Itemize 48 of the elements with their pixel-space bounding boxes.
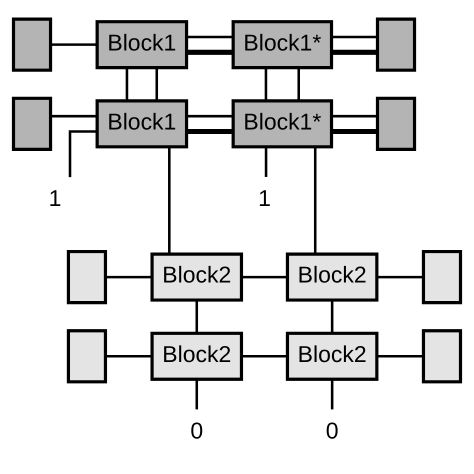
connector <box>297 67 300 100</box>
connector <box>186 35 234 38</box>
connector <box>168 146 171 254</box>
connector <box>186 128 234 134</box>
node-text: 1 <box>48 184 62 211</box>
connector <box>330 378 334 409</box>
connector <box>332 114 377 117</box>
node-box: Block2 <box>150 252 244 302</box>
connector <box>332 128 377 134</box>
connector <box>241 354 288 358</box>
node-box <box>422 249 462 304</box>
node-box: Block1 <box>96 20 188 69</box>
node-box <box>12 96 52 150</box>
connector <box>377 354 424 358</box>
connector <box>241 275 288 278</box>
connector <box>330 300 334 332</box>
connector <box>314 146 316 254</box>
connector <box>196 378 198 409</box>
connector <box>196 300 198 332</box>
connector <box>126 67 128 100</box>
connector <box>186 114 234 117</box>
node-box: Block1* <box>232 98 334 148</box>
node-box <box>376 96 416 150</box>
connector <box>332 49 377 54</box>
connector <box>264 146 268 176</box>
connector <box>264 67 268 100</box>
node-box: Block2 <box>150 331 244 380</box>
node-box: Block1 <box>96 98 188 148</box>
node-text: 1 <box>258 184 271 211</box>
connector <box>332 35 377 38</box>
node-box <box>66 328 108 383</box>
node-box <box>422 328 462 383</box>
connector <box>50 42 98 46</box>
node-text: 0 <box>190 417 204 444</box>
node-text: 0 <box>326 417 339 444</box>
node-box <box>376 17 416 72</box>
connector <box>106 354 152 358</box>
connector <box>50 114 98 117</box>
node-box: Block2 <box>286 252 378 302</box>
node-box: Block2 <box>286 331 378 380</box>
node-box <box>66 249 108 304</box>
connector <box>68 130 97 177</box>
node-box <box>12 17 52 72</box>
connector <box>186 49 234 54</box>
connector <box>155 67 158 100</box>
connector <box>106 275 152 278</box>
connector <box>377 275 424 278</box>
node-box: Block1* <box>232 20 334 69</box>
